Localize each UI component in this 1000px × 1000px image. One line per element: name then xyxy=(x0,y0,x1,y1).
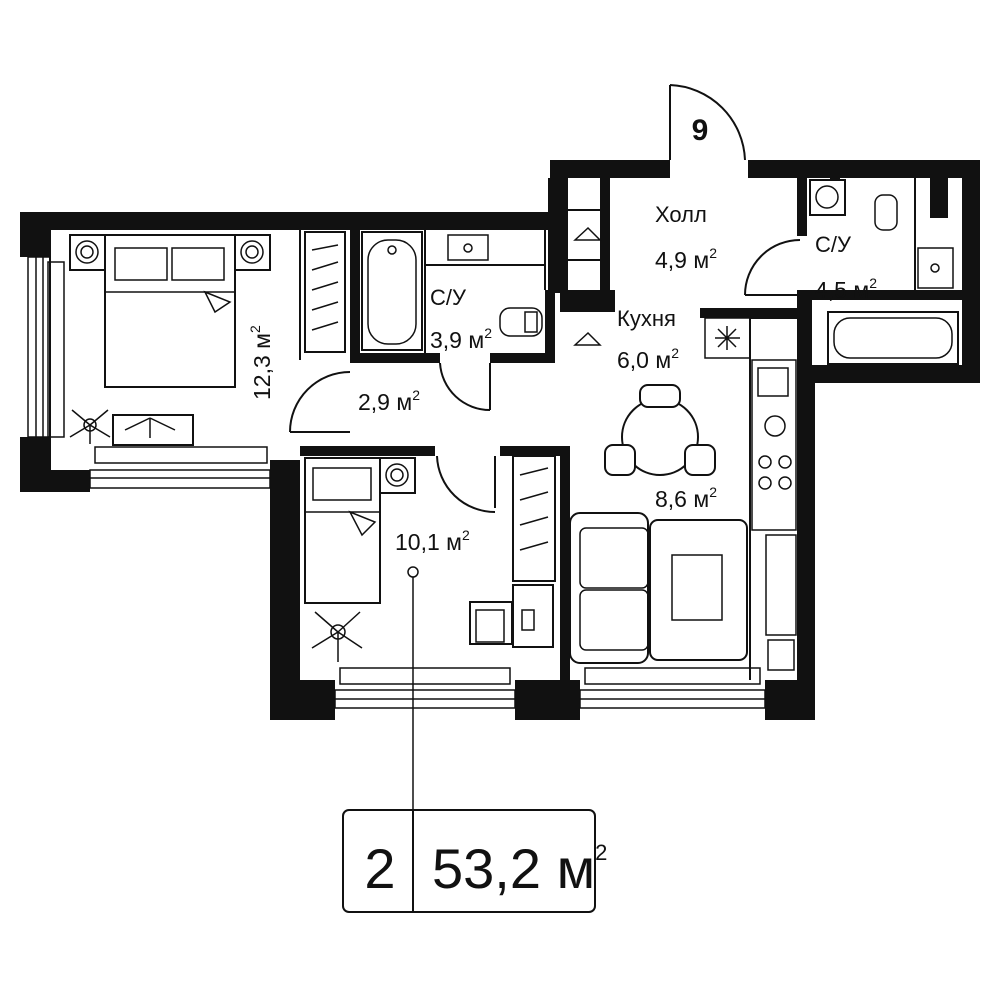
toilet2-icon xyxy=(874,194,898,231)
walls xyxy=(20,160,980,720)
room-area-bedroom2: 10,1 м2 xyxy=(395,527,470,555)
bathtub2-icon xyxy=(827,311,959,365)
room-area-bath1: 3,9 м2 xyxy=(430,325,492,353)
sink2-icon xyxy=(917,247,954,289)
toilet-icon xyxy=(499,307,543,337)
room-name-bath2: С/У xyxy=(815,232,852,257)
room-area-hall: 4,9 м2 xyxy=(655,245,717,273)
wardrobe-icon xyxy=(304,231,556,582)
plant-icon xyxy=(69,409,111,444)
windows xyxy=(27,256,766,709)
kitchen-counter-icon xyxy=(704,317,797,671)
total-area: 53,2 м2 xyxy=(432,837,607,900)
room-count: 2 xyxy=(364,837,395,900)
double-bed-icon xyxy=(69,234,271,446)
washing-machine-icon xyxy=(809,179,846,216)
room-name-hall: Холл xyxy=(655,202,707,227)
room-name-kitchen: Кухня xyxy=(617,306,676,331)
room-area-corridor: 2,9 м2 xyxy=(358,387,420,415)
room-area-bedroom: 12,3 м2 xyxy=(247,325,275,400)
room-area-kitchen: 6,0 м2 xyxy=(617,345,679,373)
single-bed-icon xyxy=(304,457,416,604)
radiators xyxy=(47,261,761,685)
sink-icon xyxy=(447,234,489,261)
summary-box: 2 53,2 м2 xyxy=(342,809,607,913)
doors xyxy=(289,84,801,513)
dining-table-icon xyxy=(604,384,716,476)
hanger-icon xyxy=(573,226,602,346)
room-area-living: 8,6 м2 xyxy=(655,484,717,512)
desk-icon xyxy=(469,584,554,648)
bathtub-icon xyxy=(361,231,423,351)
room-name-bath1: С/У xyxy=(430,285,467,310)
sofa-icon xyxy=(569,512,748,664)
apartment-number: 9 xyxy=(692,114,709,147)
plant2-icon xyxy=(311,611,363,662)
room-area-bath2: 4,5 м2 xyxy=(815,275,877,303)
